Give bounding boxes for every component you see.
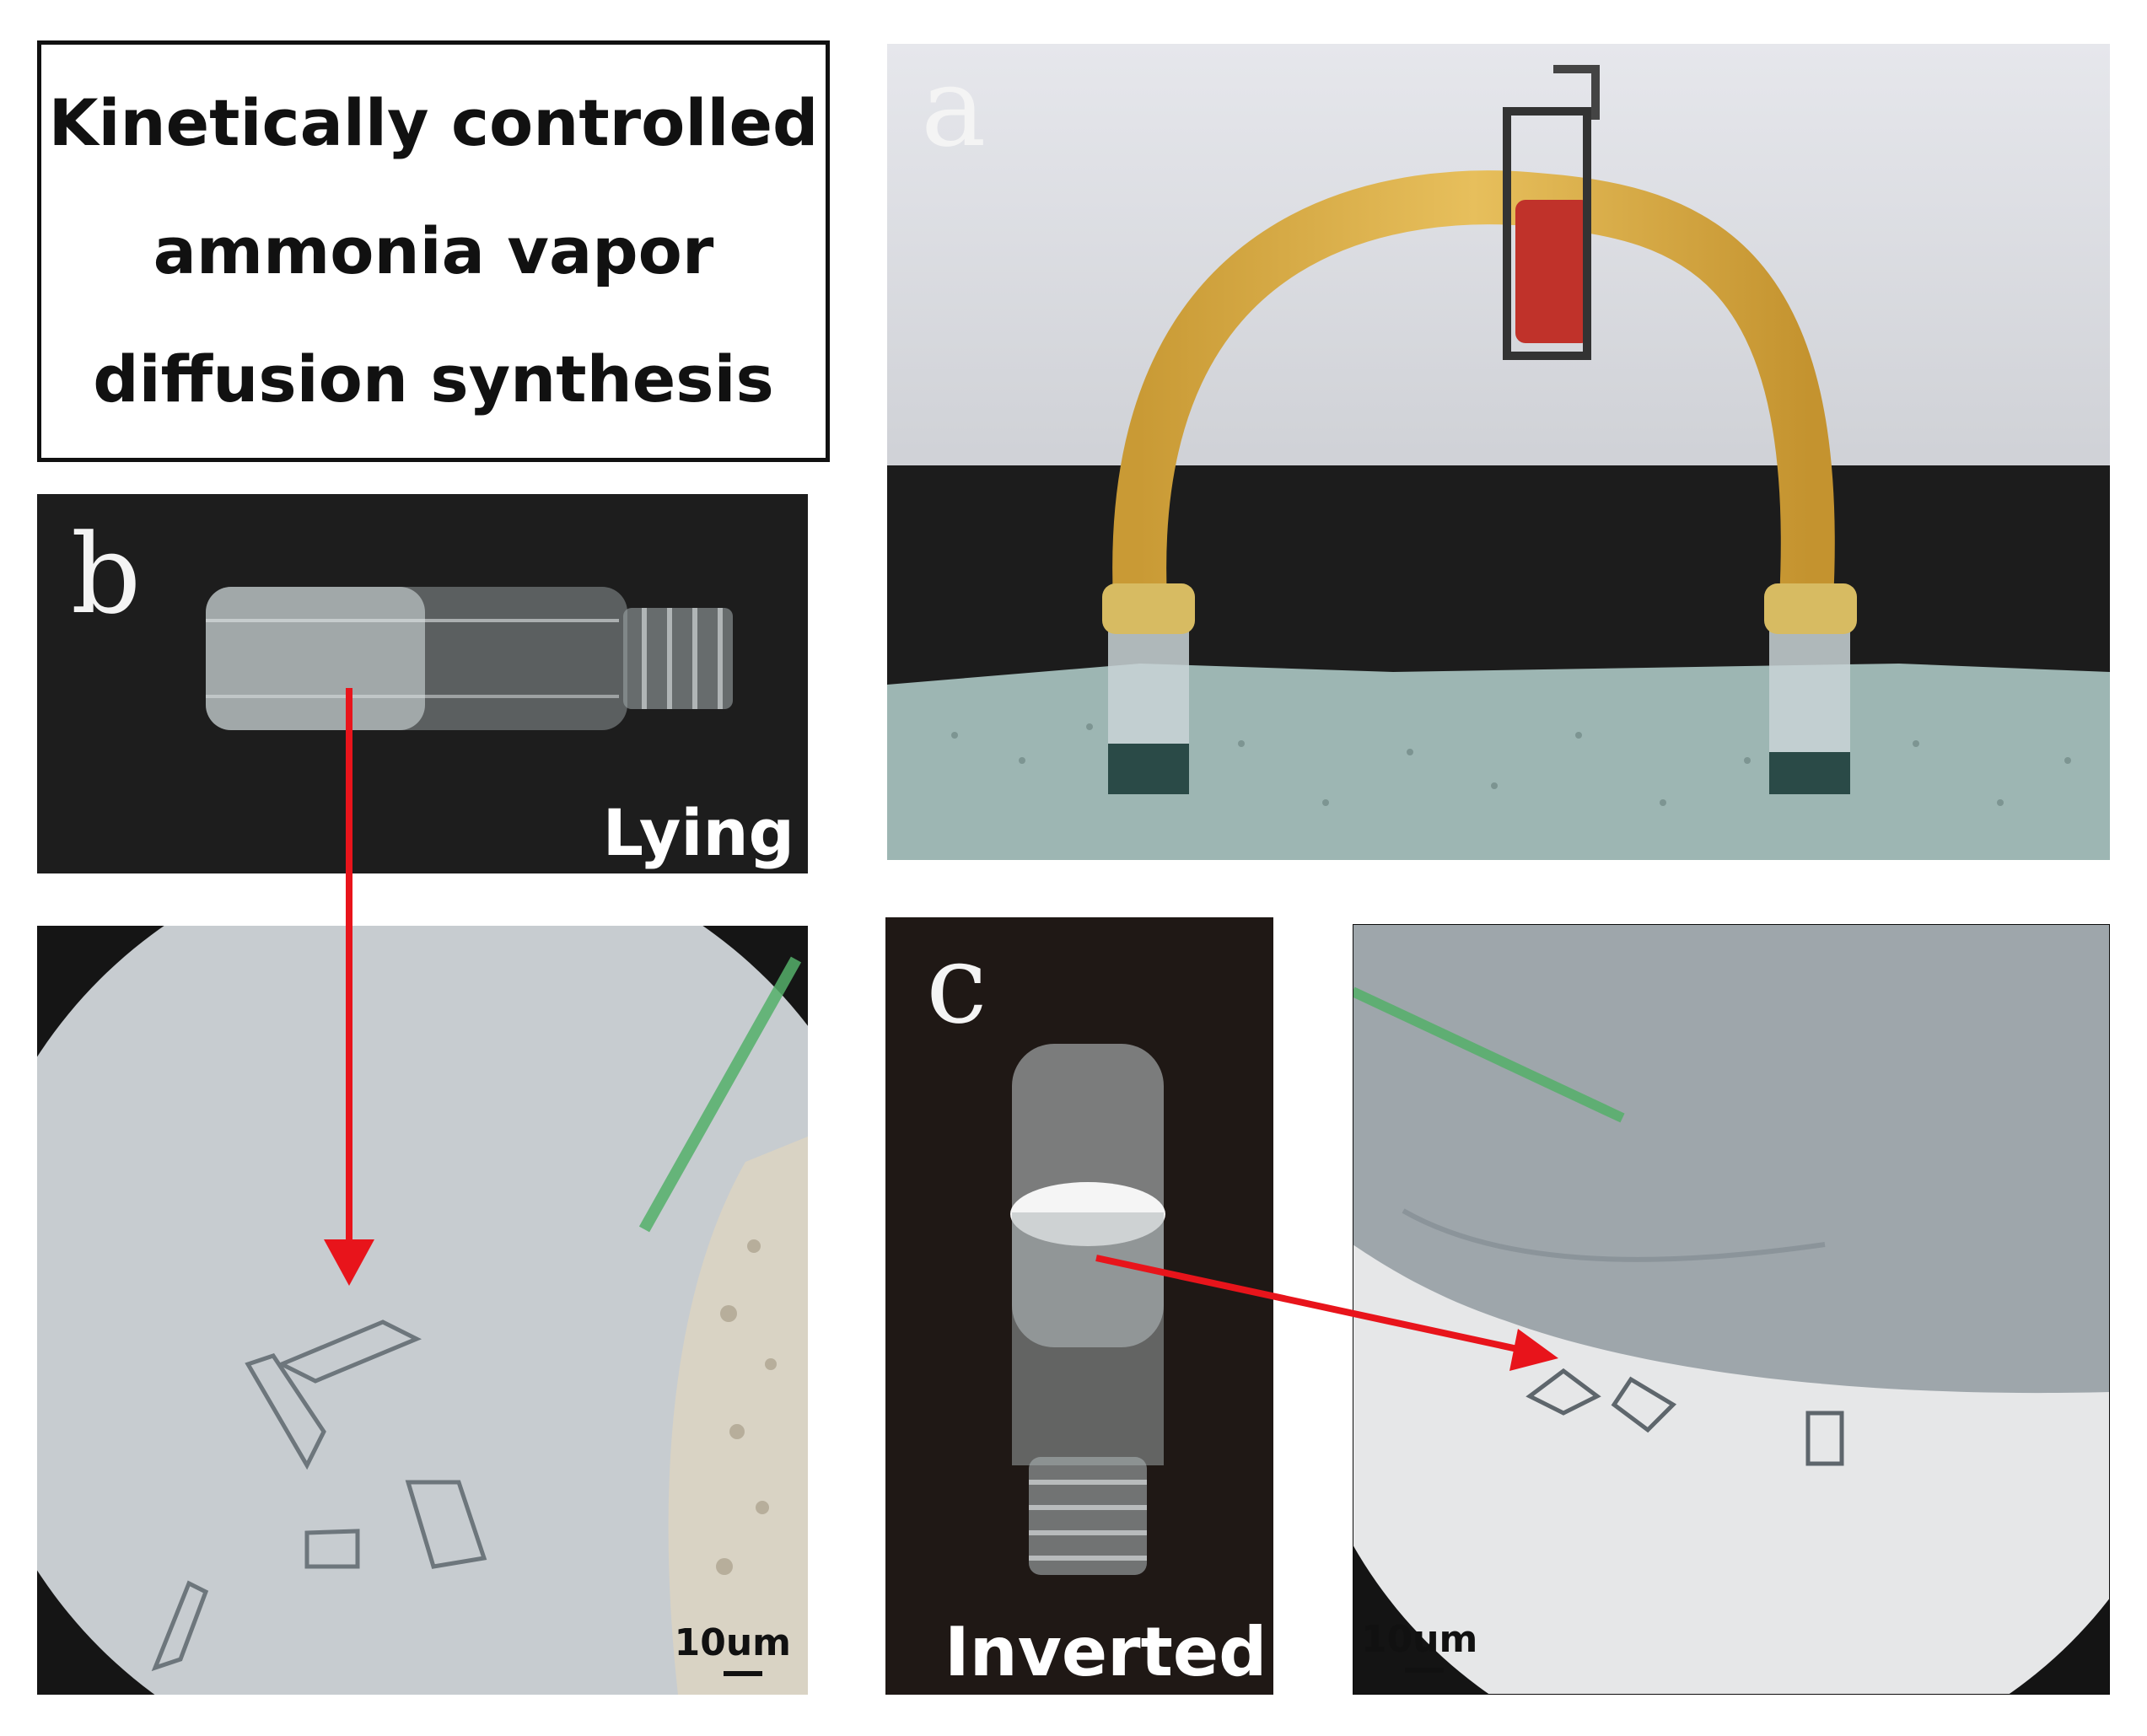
lying-vial-illustration (37, 494, 808, 873)
title-line-1: Kinetically controlled (48, 85, 819, 160)
inverted-micrograph-illustration (1353, 924, 2110, 1695)
panel-c-letter: c (926, 920, 987, 1048)
title-line-2: ammonia vapor (153, 213, 714, 288)
panel-c-micrograph: 10um (1353, 924, 2110, 1695)
panel-b-caption-lying: Lying (602, 795, 794, 870)
panel-b-scalebar (724, 1671, 762, 1676)
panel-a-apparatus-photo: a (887, 44, 2110, 860)
panel-b-micrograph: 10um (37, 926, 808, 1695)
panel-c-caption-inverted: Inverted (944, 1613, 1267, 1691)
panel-c-vial-photo: c Inverted (885, 917, 1273, 1695)
panel-c-scalebar-label: 10um (1361, 1618, 1478, 1661)
lying-micrograph-illustration (37, 926, 808, 1695)
panel-a-letter: a (921, 44, 987, 171)
panel-b-letter: b (71, 510, 142, 638)
apparatus-illustration (887, 44, 2110, 860)
title-box: Kinetically controlled ammonia vapor dif… (37, 40, 830, 462)
panel-c-scalebar (1405, 1668, 1444, 1673)
title-line-3: diffusion synthesis (93, 341, 774, 417)
panel-b-scalebar-label: 10um (674, 1621, 791, 1664)
panel-b-vial-photo: b Lying (37, 494, 808, 873)
